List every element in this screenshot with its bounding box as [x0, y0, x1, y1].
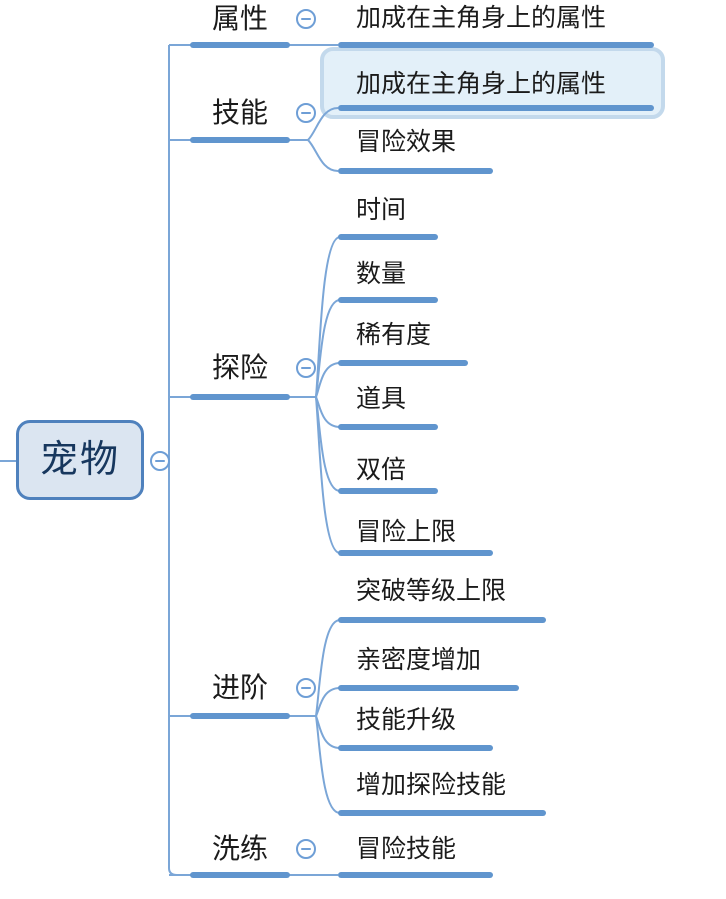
- collapse-button-root[interactable]: [150, 451, 170, 471]
- subtopic-skill-upgrade[interactable]: 技能升级: [356, 706, 457, 734]
- subtopic-quantity[interactable]: 数量: [356, 260, 407, 288]
- topic-advance[interactable]: 进阶: [211, 672, 268, 703]
- minus-icon: [301, 18, 311, 20]
- subtopic-double[interactable]: 双倍: [356, 456, 407, 484]
- collapse-button-skills[interactable]: [296, 103, 316, 123]
- subtopic-adventure-effect[interactable]: 冒险效果: [356, 128, 457, 156]
- subtopic-adventure-skill[interactable]: 冒险技能: [356, 835, 457, 863]
- subtopic-add-explore-skill[interactable]: 增加探险技能: [356, 771, 507, 799]
- collapse-button-advance[interactable]: [296, 678, 316, 698]
- root-topic-pet[interactable]: 宠物: [16, 420, 144, 500]
- subtopic-attr-bonus[interactable]: 加成在主角身上的属性: [356, 4, 607, 32]
- collapse-button-explore[interactable]: [296, 358, 316, 378]
- minus-icon: [301, 112, 311, 114]
- subtopic-item[interactable]: 道具: [356, 385, 407, 413]
- subtopic-intimacy-increase[interactable]: 亲密度增加: [356, 646, 482, 674]
- minus-icon: [301, 848, 311, 850]
- minus-icon: [301, 687, 311, 689]
- minus-icon: [301, 367, 311, 369]
- topic-refine[interactable]: 洗练: [211, 833, 268, 864]
- subtopic-break-level-cap[interactable]: 突破等级上限: [356, 577, 507, 605]
- subtopic-skill-attr-bonus[interactable]: 加成在主角身上的属性: [356, 70, 607, 98]
- topic-skills[interactable]: 技能: [211, 97, 268, 128]
- topic-attributes[interactable]: 属性: [211, 3, 268, 34]
- collapse-button-attributes[interactable]: [296, 9, 316, 29]
- collapse-button-refine[interactable]: [296, 839, 316, 859]
- subtopic-rarity[interactable]: 稀有度: [356, 321, 432, 349]
- subtopic-adventure-cap[interactable]: 冒险上限: [356, 518, 457, 546]
- subtopic-time[interactable]: 时间: [356, 196, 407, 224]
- topic-explore[interactable]: 探险: [211, 352, 268, 383]
- minus-icon: [155, 460, 165, 462]
